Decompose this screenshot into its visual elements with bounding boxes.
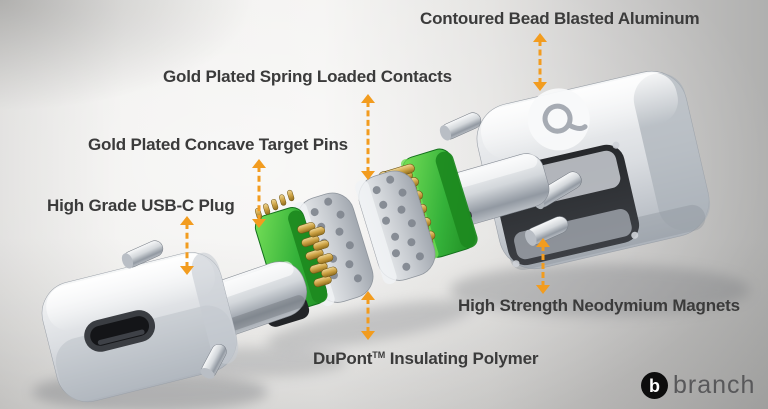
- callout-arrow-aluminum: [532, 33, 548, 91]
- usbc-port: [84, 310, 156, 352]
- magnet-cylinder-3: [200, 343, 227, 379]
- callout-label-polymer: DuPontTM Insulating Polymer: [313, 349, 538, 369]
- housing-badge-icon: [527, 88, 590, 151]
- branch-logo: b branch: [641, 372, 755, 399]
- callout-label-magnets: High Strength Neodymium Magnets: [458, 296, 740, 315]
- polymer-brand-text: DuPont: [313, 349, 373, 368]
- callout-label-target-pins: Gold Plated Concave Target Pins: [88, 135, 348, 154]
- trademark-superscript: TM: [372, 350, 386, 360]
- callout-arrow-usbc-plug: [179, 216, 195, 275]
- magnet-cylinder-4: [525, 216, 569, 246]
- branch-b-icon: b: [641, 372, 668, 399]
- callout-arrow-magnets: [535, 238, 551, 294]
- callout-arrow-polymer: [360, 291, 376, 340]
- brand-mark-letter: b: [649, 375, 660, 396]
- target-pins: [254, 189, 338, 288]
- magnet-cylinder-2: [439, 112, 482, 141]
- left-adapter-body: [41, 252, 239, 402]
- callout-label-aluminum: Contoured Bead Blasted Aluminum: [420, 9, 700, 28]
- callout-arrow-spring-contacts: [360, 94, 376, 180]
- polymer-rest-text: Insulating Polymer: [385, 349, 539, 368]
- callout-arrow-target-pins: [251, 159, 267, 228]
- insulator-disc-rear: [355, 170, 436, 285]
- magnet-cylinder-1: [121, 240, 164, 269]
- callout-label-spring-contacts: Gold Plated Spring Loaded Contacts: [163, 67, 452, 86]
- callout-label-usbc-plug: High Grade USB-C Plug: [47, 196, 235, 215]
- brand-wordmark: branch: [673, 371, 756, 399]
